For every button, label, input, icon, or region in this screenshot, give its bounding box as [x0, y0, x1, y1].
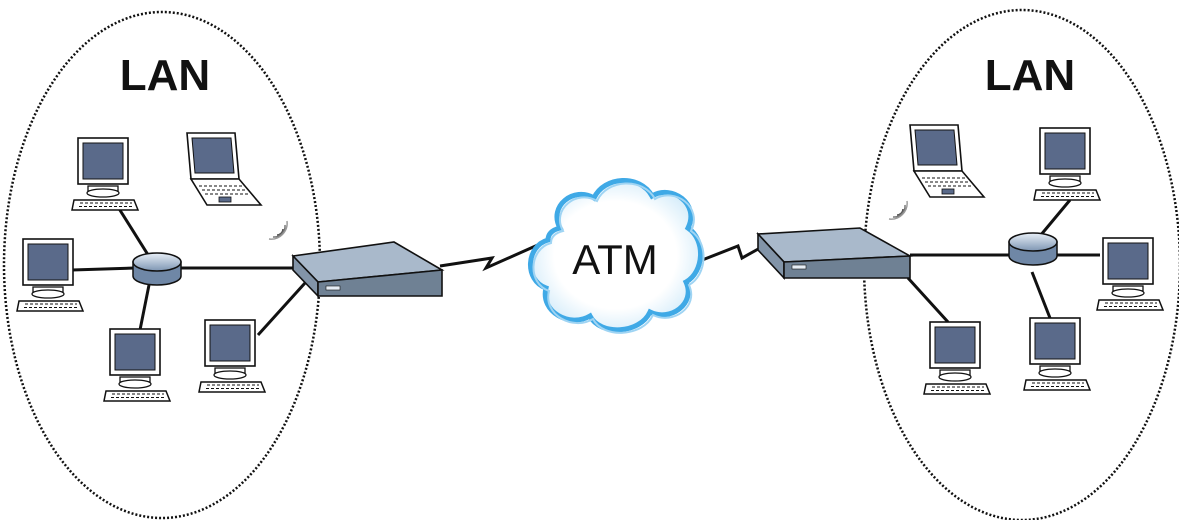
right-laptop	[909, 124, 985, 198]
left-pc-bottom-right	[198, 319, 266, 393]
left-hub	[132, 252, 182, 286]
right-lan-links	[906, 199, 1100, 324]
left-pc-top	[71, 137, 139, 211]
left-pc-middle	[16, 238, 84, 312]
left-lan-links	[71, 206, 307, 337]
left-router	[291, 241, 445, 298]
right-hub	[1008, 232, 1058, 266]
right-pc-bottom-left	[923, 321, 991, 395]
left-laptop	[186, 132, 262, 206]
left-wan-link	[439, 242, 541, 272]
right-pc-top	[1033, 127, 1101, 201]
right-wifi-icon	[888, 200, 908, 220]
left-lan-label: LAN	[120, 51, 210, 100]
left-wifi-icon	[268, 220, 288, 240]
right-pc-middle	[1096, 237, 1164, 311]
right-pc-bottom	[1023, 317, 1091, 391]
right-router	[756, 227, 913, 281]
right-wan-link	[691, 244, 761, 266]
atm-label: ATM	[572, 236, 658, 283]
atm-cloud	[528, 178, 705, 334]
right-lan-label: LAN	[985, 51, 1075, 100]
left-pc-bottom	[103, 328, 171, 402]
